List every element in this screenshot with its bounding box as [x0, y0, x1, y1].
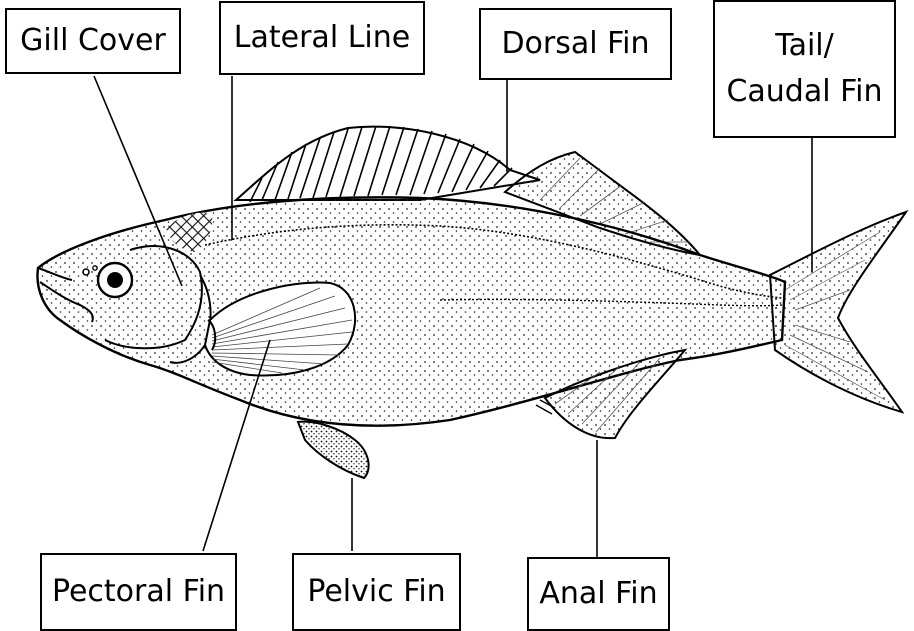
label-dorsal-fin: Dorsal Fin: [479, 8, 672, 80]
eye-pupil: [107, 272, 123, 288]
label-lateral-line: Lateral Line: [219, 1, 425, 75]
dorsal-fin-spiny: [236, 127, 540, 200]
pelvic-fin: [298, 422, 369, 478]
label-anal-fin: Anal Fin: [527, 557, 670, 631]
label-gill-cover: Gill Cover: [5, 8, 181, 74]
caudal-fin: [770, 212, 906, 412]
label-pectoral-fin: Pectoral Fin: [40, 553, 237, 631]
label-pelvic-fin: Pelvic Fin: [292, 553, 461, 631]
label-tail-caudal-fin: Tail/ Caudal Fin: [713, 0, 896, 138]
